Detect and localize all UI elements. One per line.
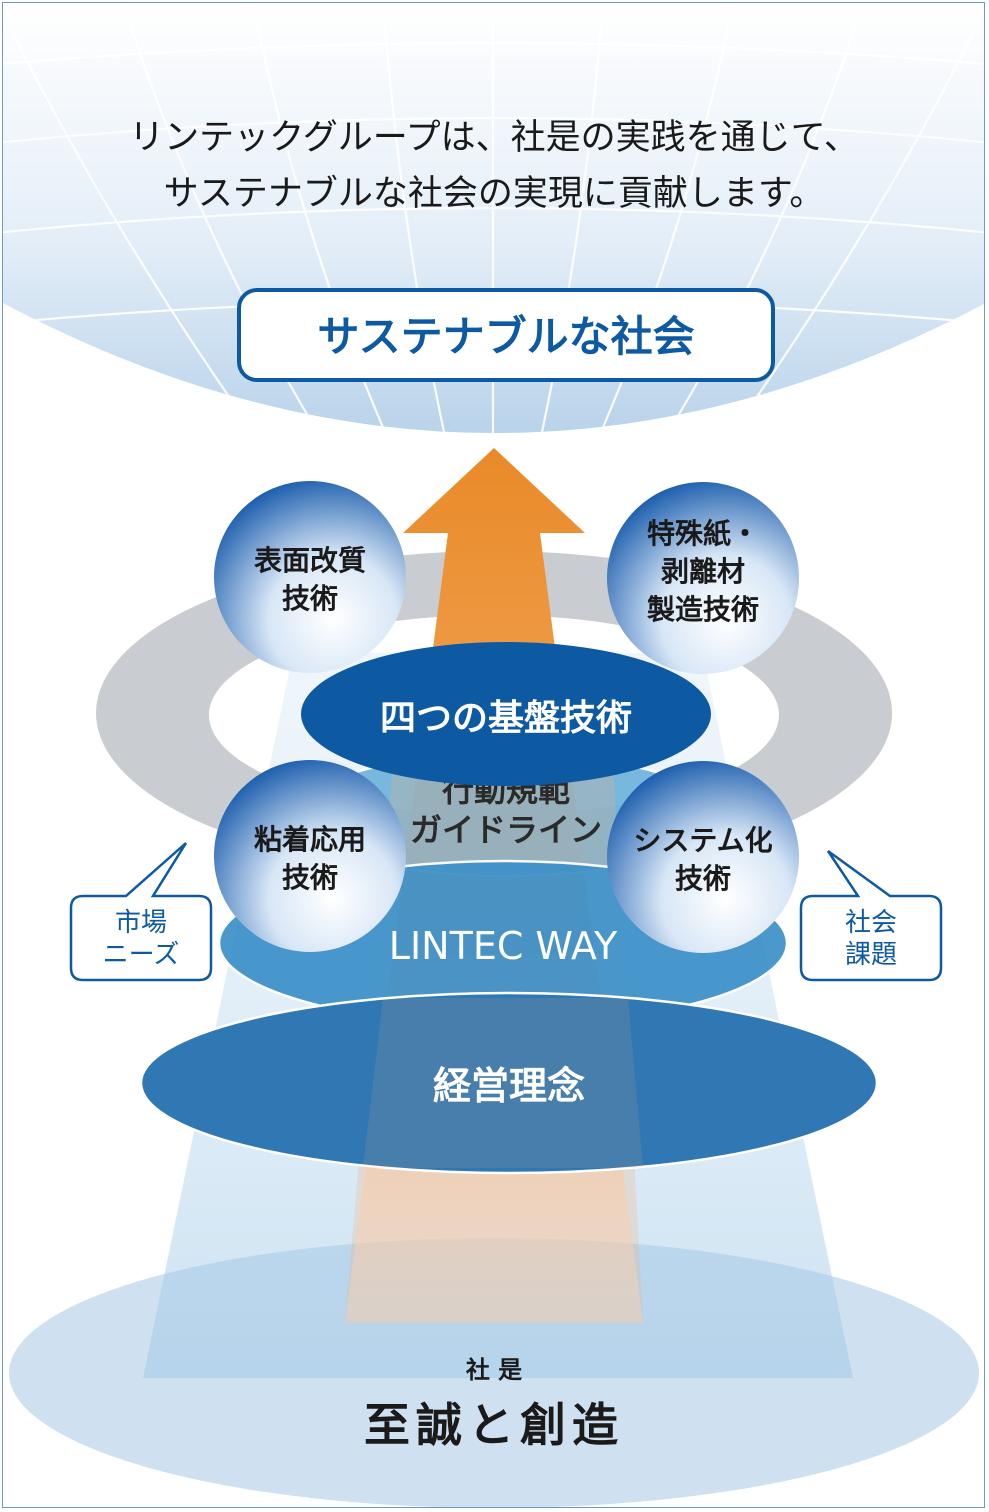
social-issues-line-1: 社会 [845, 908, 897, 938]
intro-line-2: サステナブルな社会の実現に貢献します。 [164, 174, 825, 214]
market-needs-line-2: ニーズ [103, 940, 180, 970]
tech-3-line-2: 技術 [282, 861, 338, 894]
goal-box: サステナブルな社会 [237, 288, 775, 382]
lintec-way-label: LINTEC WAY [389, 924, 618, 968]
core-technologies-ellipse [301, 642, 711, 786]
tech-2-line-2: 剥離材 [661, 555, 745, 588]
management-philosophy-label: 経営理念 [433, 1064, 585, 1108]
sustainability-diagram: リンテックグループは、社是の実践を通じて、 サステナブルな社会の実現に貢献します… [3, 3, 984, 1507]
tech-sphere-adhesive: 粘着応用 技術 [214, 760, 406, 952]
code-of-conduct-line-2: ガイドライン [410, 811, 602, 849]
tech-4-line-1: システム化 [633, 824, 772, 857]
social-issues-line-2: 課題 [845, 940, 897, 970]
tech-2-line-3: 製造技術 [647, 593, 759, 626]
management-philosophy-ellipse [139, 991, 879, 1175]
motto-caption: 社 是 [466, 1356, 522, 1384]
core-technologies-label: 四つの基盤技術 [380, 698, 632, 739]
tech-4-line-2: 技術 [675, 862, 731, 895]
globe-background [3, 3, 984, 433]
motto-label: 至誠と創造 [364, 1398, 624, 1452]
market-needs-bubble: 市場 ニーズ [69, 842, 213, 982]
social-issues-bubble: 社会 課題 [799, 849, 943, 982]
tech-sphere-specialty-paper: 特殊紙・ 剥離材 製造技術 [607, 482, 799, 674]
tech-1-line-1: 表面改質 [254, 544, 366, 577]
tech-2-line-1: 特殊紙・ [647, 517, 759, 550]
intro-line-1: リンテックグループは、社是の実践を通じて、 [129, 118, 859, 158]
market-needs-line-1: 市場 [115, 908, 167, 938]
tech-3-line-1: 粘着応用 [254, 823, 366, 856]
tech-sphere-surface-modification: 表面改質 技術 [214, 481, 406, 673]
goal-label: サステナブルな社会 [317, 312, 694, 361]
tech-1-line-2: 技術 [282, 582, 338, 615]
tech-sphere-systems: システム化 技術 [607, 761, 799, 953]
